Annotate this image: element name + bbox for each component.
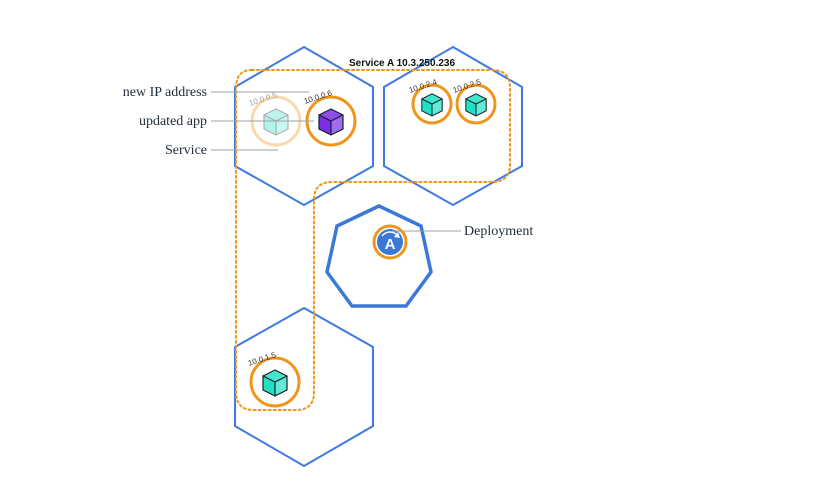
node3-pod — [249, 356, 301, 408]
node-2-hexagon — [383, 45, 523, 207]
service-label: Service — [165, 143, 207, 158]
node2-pod-1 — [411, 83, 453, 125]
updated-app-label: updated app — [139, 114, 207, 129]
deployment-icon: A — [372, 224, 408, 260]
deployment-icon-letter: A — [385, 236, 396, 253]
service-boundary — [235, 69, 511, 411]
node-1-hexagon — [234, 45, 374, 207]
deployment-label: Deployment — [464, 224, 533, 239]
service-title: Service A 10.3.250.236 — [349, 58, 455, 69]
deployment-heptagon — [325, 204, 433, 308]
updated-pod — [305, 95, 357, 147]
node2-pod-2 — [455, 83, 497, 125]
new-ip-label: new IP address — [123, 85, 207, 100]
